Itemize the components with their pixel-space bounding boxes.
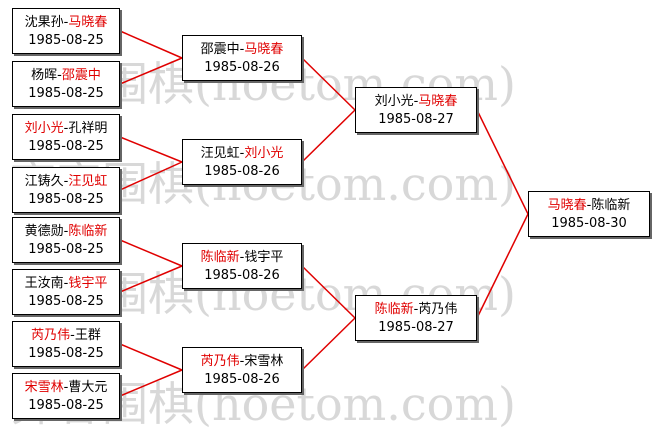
- match-box-r3: 陈临新-芮乃伟 1985-08-27: [355, 295, 477, 341]
- player-1: 刘小光: [374, 94, 414, 109]
- match-box-r1: 芮乃伟-王群 1985-08-25: [12, 321, 120, 367]
- match-date: 1985-08-26: [204, 268, 280, 283]
- match-box-r1: 江铸久-汪见虹 1985-08-25: [12, 167, 120, 213]
- match-box-r2: 汪见虹-刘小光 1985-08-26: [182, 139, 302, 185]
- player-1: 芮乃伟: [200, 354, 240, 369]
- match-box-r1: 宋雪林-曹大元 1985-08-25: [12, 373, 120, 419]
- match-box-r2: 陈临新-钱宇平 1985-08-26: [182, 243, 302, 289]
- match-date: 1985-08-27: [378, 320, 454, 335]
- player-2: 芮乃伟: [418, 302, 458, 317]
- player-2: 邵震中: [61, 68, 101, 83]
- player-2: 曹大元: [68, 380, 108, 395]
- match-box-r1: 王汝南-钱宇平 1985-08-25: [12, 269, 120, 315]
- player-2: 陈临新: [591, 198, 631, 213]
- player-1: 江铸久: [24, 174, 64, 189]
- bracket-connector: [476, 109, 529, 215]
- player-1: 王汝南: [24, 276, 64, 291]
- player-2: 宋雪林: [244, 354, 284, 369]
- bracket-connector: [119, 30, 183, 59]
- bracket-connector: [119, 369, 183, 397]
- match-box-r3: 刘小光-马晓春 1985-08-27: [355, 87, 477, 133]
- match-date: 1985-08-25: [28, 346, 104, 361]
- player-2: 汪见虹: [68, 174, 108, 189]
- match-date: 1985-08-26: [204, 164, 280, 179]
- player-2: 马晓春: [418, 94, 458, 109]
- player-1: 刘小光: [24, 121, 64, 136]
- match-date: 1985-08-25: [28, 139, 104, 154]
- match-box-r2: 芮乃伟-宋雪林 1985-08-26: [182, 347, 302, 393]
- player-1: 黄德勋: [24, 224, 64, 239]
- player-1: 陈临新: [374, 302, 414, 317]
- match-box-r1: 沈果孙-马晓春 1985-08-25: [12, 8, 120, 54]
- match-date: 1985-08-25: [28, 294, 104, 309]
- player-2: 刘小光: [244, 146, 284, 161]
- match-date: 1985-08-26: [204, 372, 280, 387]
- bracket-connector: [301, 109, 356, 163]
- player-2: 王群: [74, 328, 101, 343]
- bracket-connector: [119, 161, 183, 191]
- match-date: 1985-08-25: [28, 86, 104, 101]
- match-date: 1985-08-25: [28, 398, 104, 413]
- player-1: 邵震中: [200, 42, 240, 57]
- bracket-connector: [301, 265, 356, 319]
- bracket-connector: [119, 343, 183, 371]
- match-date: 1985-08-25: [28, 33, 104, 48]
- match-box-r1: 黄德勋-陈临新 1985-08-25: [12, 217, 120, 263]
- player-1: 宋雪林: [24, 380, 64, 395]
- player-1: 沈果孙: [24, 15, 64, 30]
- bracket-connector: [119, 57, 183, 85]
- player-2: 钱宇平: [68, 276, 108, 291]
- bracket-connector: [476, 213, 529, 319]
- match-date: 1985-08-27: [378, 112, 454, 127]
- player-2: 陈临新: [68, 224, 108, 239]
- player-2: 钱宇平: [244, 250, 284, 265]
- player-1: 陈临新: [200, 250, 240, 265]
- bracket-connector: [119, 239, 183, 267]
- match-date: 1985-08-25: [28, 242, 104, 257]
- player-1: 杨晖: [31, 68, 58, 83]
- player-1: 芮乃伟: [31, 328, 71, 343]
- match-date: 1985-08-26: [204, 60, 280, 75]
- player-2: 马晓春: [244, 42, 284, 57]
- bracket-connector: [301, 317, 356, 371]
- bracket-connector: [119, 136, 183, 163]
- match-box-r1: 刘小光-孔祥明 1985-08-25: [12, 114, 120, 160]
- player-1: 汪见虹: [200, 146, 240, 161]
- match-box-r1: 杨晖-邵震中 1985-08-25: [12, 61, 120, 107]
- match-box-r2: 邵震中-马晓春 1985-08-26: [182, 35, 302, 81]
- player-1: 马晓春: [547, 198, 587, 213]
- player-2: 马晓春: [68, 15, 108, 30]
- player-2: 孔祥明: [68, 121, 108, 136]
- bracket-connector: [301, 57, 356, 111]
- match-date: 1985-08-30: [551, 216, 627, 231]
- match-box-final: 马晓春-陈临新 1985-08-30: [528, 191, 650, 237]
- match-date: 1985-08-25: [28, 192, 104, 207]
- bracket-connector: [119, 265, 183, 293]
